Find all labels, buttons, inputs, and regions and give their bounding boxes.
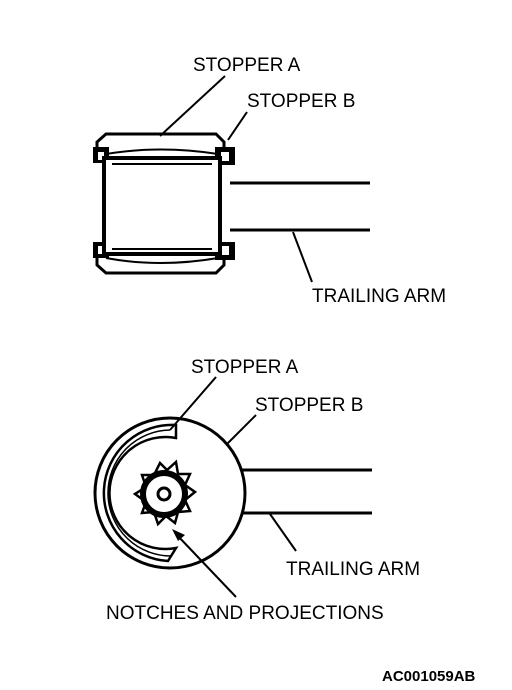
bottom-stopper-b-label: STOPPER B: [255, 395, 363, 416]
bottom-stopper-b-leader: [225, 414, 257, 446]
notches-arrowhead: [172, 529, 185, 541]
bottom-trailing-arm: [230, 468, 372, 515]
bottom-stopper-a-leader: [169, 376, 217, 431]
bottom-view: STOPPER A STOPPER B TRAILING ARM NOTCHES…: [93, 357, 420, 624]
top-trailing-arm-leader: [292, 231, 313, 283]
bottom-stopper-a: [102, 423, 179, 563]
top-bushing-body: [102, 156, 222, 256]
figure-code: AC001059AB: [382, 668, 476, 685]
notches-label: NOTCHES AND PROJECTIONS: [106, 603, 384, 624]
top-stopper-a-label: STOPPER A: [193, 55, 301, 76]
top-trailing-arm-label: TRAILING ARM: [312, 286, 446, 307]
center-bolt-hole: [156, 486, 172, 502]
notches-leader: [175, 533, 237, 598]
top-trailing-arm: [230, 181, 370, 232]
top-stopper-b-label: STOPPER B: [247, 91, 355, 112]
bottom-trailing-arm-leader: [269, 513, 297, 552]
top-view: STOPPER A STOPPER B TRAILING ARM: [93, 55, 446, 307]
top-stopper-a-leader: [159, 75, 226, 137]
bottom-stopper-a-label: STOPPER A: [191, 357, 299, 378]
bottom-trailing-arm-label: TRAILING ARM: [286, 559, 420, 580]
top-stopper-b-leader: [227, 111, 248, 141]
